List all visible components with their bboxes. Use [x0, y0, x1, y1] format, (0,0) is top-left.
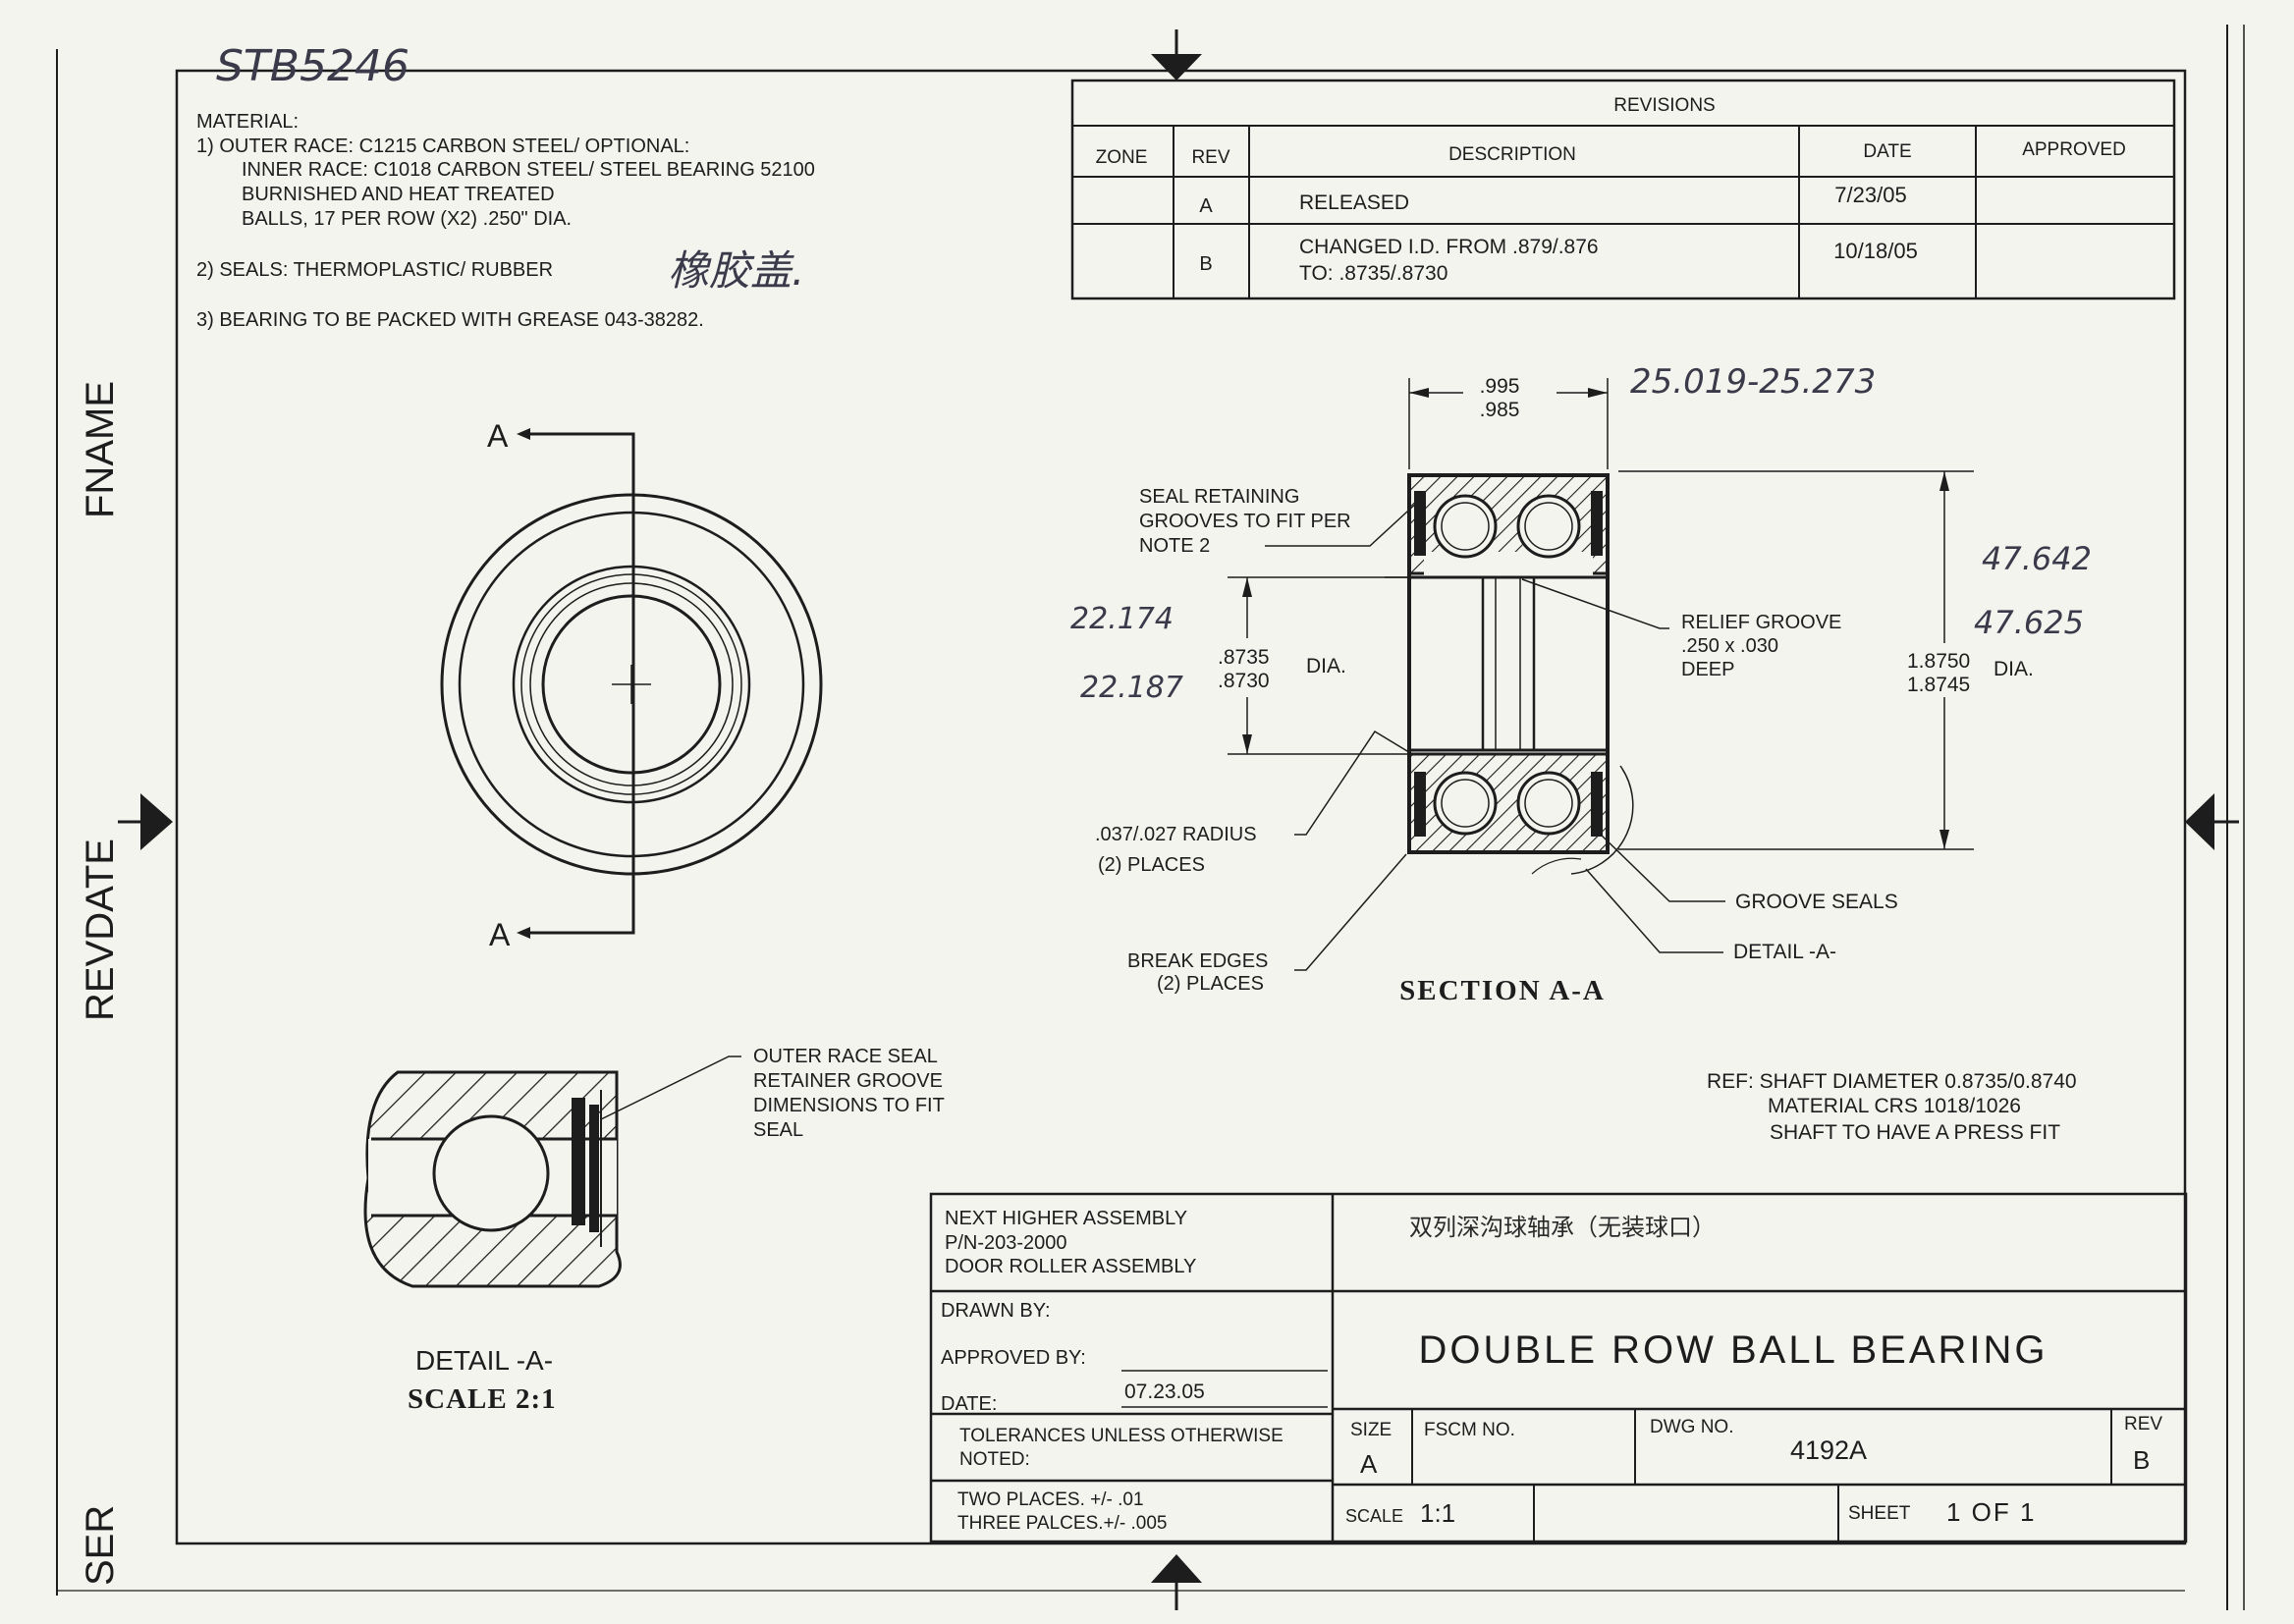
- note-line-2: INNER RACE: C1018 CARBON STEEL/ STEEL BE…: [242, 159, 815, 181]
- relief-groove-1: RELIEF GROOVE: [1681, 612, 1841, 633]
- rev-b-rev: B: [1199, 253, 1212, 275]
- tolerance-line-2: NOTED:: [959, 1449, 1030, 1470]
- rev-a-description: RELEASED: [1299, 191, 1409, 214]
- seal-retaining-1: SEAL RETAINING: [1139, 486, 1299, 508]
- bore-upper: .8735: [1218, 646, 1270, 669]
- centering-arrows: [118, 29, 2239, 1610]
- width-handwritten: 25.019-25.273: [1630, 362, 1876, 402]
- sheet-value: 1 OF 1: [1946, 1497, 2036, 1527]
- od-handwritten-lower: 47.625: [1974, 604, 2084, 641]
- break-edges-1: BREAK EDGES: [1127, 950, 1268, 972]
- nha-line-1: NEXT HIGHER ASSEMBLY: [945, 1208, 1187, 1229]
- rev-header-rev: REV: [1191, 147, 1229, 168]
- detail-scale: SCALE 2:1: [408, 1383, 557, 1415]
- relief-groove-2: .250 x .030: [1681, 635, 1778, 657]
- scale-value: 1:1: [1420, 1498, 1455, 1528]
- three-places-tol: THREE PALCES.+/- .005: [957, 1513, 1167, 1534]
- width-upper: .995: [1480, 375, 1520, 398]
- detail-title: DETAIL -A-: [415, 1345, 553, 1376]
- drawn-by-label: DRAWN BY:: [941, 1300, 1051, 1322]
- outer-race-seal-1: OUTER RACE SEAL: [753, 1046, 938, 1067]
- drawing-title: DOUBLE ROW BALL BEARING: [1419, 1328, 2048, 1372]
- section-marker-bottom: A: [489, 917, 511, 952]
- bore-lower: .8730: [1218, 670, 1270, 692]
- od-lower: 1.8745: [1907, 674, 1970, 696]
- rev-a-date: 7/23/05: [1834, 183, 1906, 207]
- section-title: SECTION A-A: [1399, 975, 1606, 1006]
- scale-label: SCALE: [1345, 1506, 1403, 1526]
- outer-race-seal-4: SEAL: [753, 1119, 803, 1141]
- bore-handwritten-lower: 22.187: [1080, 671, 1183, 705]
- title-block: NEXT HIGHER ASSEMBLY P/N-203-2000 DOOR R…: [929, 1192, 2188, 1543]
- rev-label: REV: [2124, 1414, 2162, 1435]
- note-line-4: BALLS, 17 PER ROW (X2) .250" DIA.: [242, 208, 572, 230]
- handwritten-seal-note: 橡胶盖.: [668, 246, 804, 295]
- section-view: SECTION A-A: [1385, 473, 1610, 1006]
- od-handwritten-upper: 47.642: [1982, 540, 2092, 577]
- od-unit: DIA.: [1994, 658, 2034, 680]
- margin-fname: FNAME: [79, 381, 122, 518]
- approved-by-label: APPROVED BY:: [941, 1347, 1086, 1369]
- outer-race-seal-3: DIMENSIONS TO FIT: [753, 1095, 945, 1116]
- section-dimensions: .995 .985 25.019-25.273 .8735 .8730 DIA.…: [1070, 362, 2092, 850]
- relief-groove-3: DEEP: [1681, 659, 1734, 680]
- width-lower: .985: [1480, 399, 1520, 421]
- section-marker-top: A: [487, 418, 509, 454]
- od-upper: 1.8750: [1907, 650, 1970, 673]
- two-places-tol: TWO PLACES. +/- .01: [957, 1489, 1144, 1510]
- radius-2: (2) PLACES: [1098, 854, 1205, 876]
- detail-view: OUTER RACE SEAL RETAINER GROOVE DIMENSIO…: [363, 1046, 945, 1415]
- ref-line-2: MATERIAL CRS 1018/1026: [1768, 1095, 2021, 1117]
- material-notes: MATERIAL: 1) OUTER RACE: C1215 CARBON ST…: [196, 111, 815, 331]
- revisions-table: REVISIONS ZONE REV DESCRIPTION DATE APPR…: [1070, 79, 2176, 300]
- section-callouts: SEAL RETAINING GROOVES TO FIT PER NOTE 2…: [1095, 486, 1898, 995]
- break-edges-2: (2) PLACES: [1157, 973, 1264, 995]
- reference-note: REF: SHAFT DIAMETER 0.8735/0.8740 MATERI…: [1707, 1070, 2077, 1144]
- ref-line-1: REF: SHAFT DIAMETER 0.8735/0.8740: [1707, 1070, 2077, 1093]
- handwritten-part-number: STB5246: [216, 41, 410, 91]
- seal-retaining-2: GROOVES TO FIT PER: [1139, 511, 1351, 532]
- rev-b-description-1: CHANGED I.D. FROM .879/.876: [1299, 236, 1599, 258]
- chinese-title: 双列深沟球轴承（无装球口）: [1409, 1214, 1716, 1241]
- outer-race-seal-2: RETAINER GROOVE: [753, 1070, 943, 1092]
- size-label: SIZE: [1350, 1420, 1392, 1440]
- rev-a-rev: A: [1199, 195, 1213, 217]
- rev-header-zone: ZONE: [1096, 147, 1148, 168]
- rev-header-date: DATE: [1863, 141, 1911, 162]
- note-line-6: 3) BEARING TO BE PACKED WITH GREASE 043-…: [196, 309, 704, 331]
- notes-heading: MATERIAL:: [196, 111, 299, 133]
- groove-seals: GROOVE SEALS: [1735, 891, 1898, 913]
- note-line-5: 2) SEALS: THERMOPLASTIC/ RUBBER: [196, 259, 553, 281]
- margin-ser: SER: [79, 1505, 122, 1586]
- seal-retaining-3: NOTE 2: [1139, 535, 1210, 557]
- date-label: DATE:: [941, 1393, 997, 1415]
- margin-revdate: REVDATE: [79, 839, 122, 1021]
- note-line-1: 1) OUTER RACE: C1215 CARBON STEEL/ OPTIO…: [196, 135, 689, 157]
- revisions-title: REVISIONS: [1613, 95, 1715, 116]
- dwg-value: 4192A: [1790, 1435, 1867, 1465]
- bore-handwritten-upper: 22.174: [1070, 602, 1174, 636]
- ref-line-3: SHAFT TO HAVE A PRESS FIT: [1770, 1121, 2060, 1144]
- margin-labels: FNAME REVDATE SER STB5246: [79, 41, 410, 1586]
- tolerance-line-1: TOLERANCES UNLESS OTHERWISE: [959, 1426, 1284, 1446]
- nha-line-3: DOOR ROLLER ASSEMBLY: [945, 1256, 1196, 1277]
- bore-unit: DIA.: [1306, 655, 1346, 677]
- detail-a-callout: DETAIL -A-: [1733, 941, 1836, 963]
- note-line-3: BURNISHED AND HEAT TREATED: [242, 184, 555, 205]
- fscm-label: FSCM NO.: [1424, 1420, 1515, 1440]
- front-view: A A: [440, 418, 823, 952]
- rev-header-description: DESCRIPTION: [1448, 144, 1576, 165]
- rev-header-approved: APPROVED: [2022, 139, 2126, 160]
- rev-b-date: 10/18/05: [1833, 239, 1918, 263]
- radius-1: .037/.027 RADIUS: [1095, 824, 1257, 845]
- date-value: 07.23.05: [1124, 1380, 1205, 1403]
- size-value: A: [1360, 1449, 1378, 1479]
- rev-value: B: [2133, 1445, 2150, 1475]
- dwg-label: DWG NO.: [1650, 1417, 1734, 1437]
- nha-line-2: P/N-203-2000: [945, 1232, 1067, 1254]
- sheet-label: SHEET: [1848, 1503, 1911, 1524]
- rev-b-description-2: TO: .8735/.8730: [1299, 262, 1447, 285]
